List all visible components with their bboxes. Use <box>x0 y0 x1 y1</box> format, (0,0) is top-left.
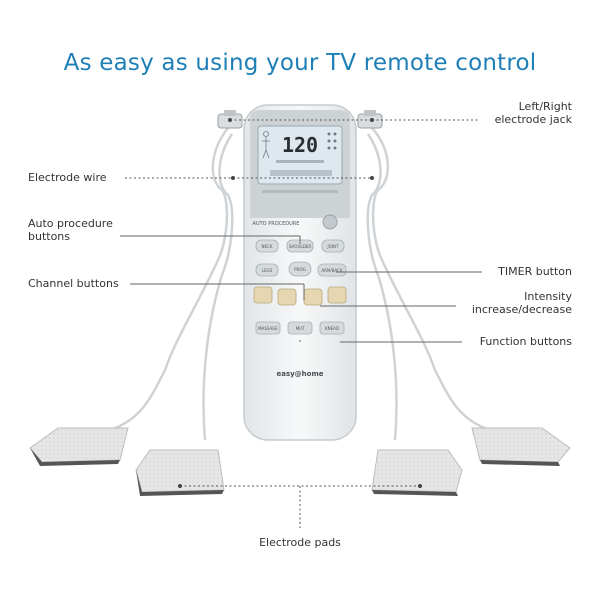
svg-text:ARM/BACK: ARM/BACK <box>321 268 343 273</box>
leader-dots <box>178 118 422 488</box>
prog-button <box>288 261 312 277</box>
lcd-number: 120 <box>282 133 318 157</box>
channel-label: Channel buttons <box>28 277 119 290</box>
power-button <box>322 214 338 230</box>
svg-text:SHOULDER: SHOULDER <box>289 244 311 249</box>
svg-text:KNEAD: KNEAD <box>325 326 339 331</box>
auto-procedure-buttons: NECK SHOULDER JOINT <box>255 239 345 253</box>
intensity-label: Intensity increase/decrease <box>471 290 572 316</box>
svg-text:JOINT: JOINT <box>327 244 340 249</box>
lcd-screen <box>257 125 343 185</box>
joint-button <box>321 239 345 253</box>
svg-text:NECK: NECK <box>262 244 273 249</box>
auto-procedure-label: AUTO PROCEDURE <box>253 221 300 227</box>
svg-text:MUT: MUT <box>296 326 305 331</box>
neck-button <box>255 239 279 253</box>
auto-procedure-label: Auto procedure buttons <box>28 217 113 243</box>
wire-label: Electrode wire <box>28 171 107 184</box>
pads-label: Electrode pads <box>259 536 341 549</box>
tens-device: 120 AUTO PROCEDURE NECK SHOULDER JOINT <box>243 104 357 441</box>
svg-text:LEGS: LEGS <box>262 268 273 273</box>
timer-label: TIMER button <box>498 265 572 278</box>
function-label: Function buttons <box>479 335 572 348</box>
jack-label: Left/Right electrode jack <box>494 100 572 126</box>
svg-text:PROG: PROG <box>294 267 305 272</box>
body-figure-icon <box>262 131 270 159</box>
lcd-mode-icons <box>327 132 337 150</box>
function-buttons: MASSAGE MUT KNEAD <box>255 321 345 335</box>
second-row-buttons: LEGS PROG ARM/BACK <box>255 261 347 277</box>
right-electrode-jack <box>357 110 383 129</box>
electrode-pads <box>29 427 571 496</box>
legs-button <box>255 263 279 277</box>
electrode-wires <box>109 127 491 441</box>
svg-text:MASSAGE: MASSAGE <box>258 326 278 331</box>
arm-back-button <box>317 263 347 277</box>
leader-lines <box>120 119 482 528</box>
page-title: As easy as using your TV remote control <box>63 50 537 76</box>
brand-logo: easy@home <box>276 370 323 378</box>
